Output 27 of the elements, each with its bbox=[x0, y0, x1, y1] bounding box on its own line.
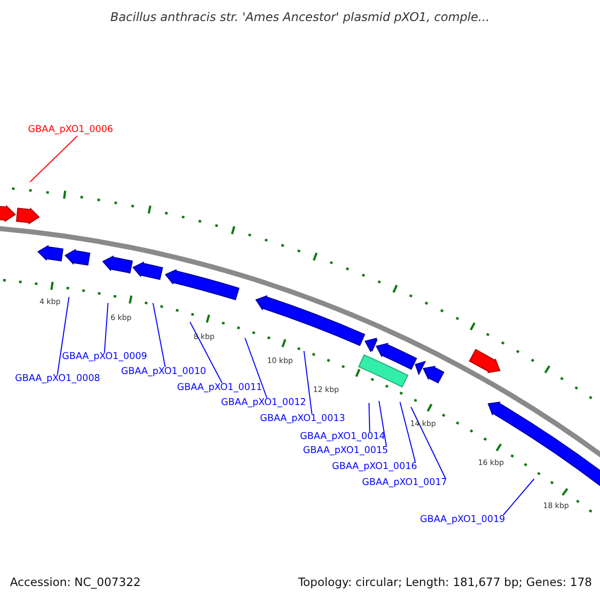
leader-line bbox=[378, 400, 387, 446]
leader-line bbox=[502, 478, 534, 516]
leader-line bbox=[190, 322, 223, 384]
gene-label: GBAA_pXO1_0008 bbox=[15, 373, 100, 385]
leader-line bbox=[57, 296, 70, 374]
leader-line bbox=[30, 136, 78, 182]
leader-line bbox=[400, 402, 416, 462]
gene-label: GBAA_pXO1_0015 bbox=[303, 445, 388, 457]
gene-label: GBAA_pXO1_0016 bbox=[332, 461, 418, 473]
gene-label: GBAA_pXO1_0017 bbox=[362, 477, 448, 489]
accession-text: Accession: NC_007322 bbox=[10, 575, 141, 589]
gene-label: GBAA_pXO1_0012 bbox=[221, 397, 306, 409]
gene-label: GBAA_pXO1_0009 bbox=[62, 351, 148, 363]
leader-line bbox=[304, 350, 312, 414]
gene-label: GBAA_pXO1_0006 bbox=[28, 124, 114, 136]
leader-line bbox=[244, 338, 268, 398]
gene-label: GBAA_pXO1_0011 bbox=[177, 382, 262, 394]
gene-label: GBAA_pXO1_0013 bbox=[260, 413, 346, 425]
gene-label: GBAA_pXO1_0010 bbox=[121, 366, 206, 378]
map-title: Bacillus anthracis str. 'Ames Ancestor' plasmid pXO1, comple... bbox=[109, 10, 491, 24]
summary-text: Topology: circular; Length: 181,677 bp; Genes: 178 bbox=[298, 575, 592, 589]
leader-line bbox=[410, 406, 446, 478]
leader-line bbox=[152, 302, 166, 368]
leader-line bbox=[368, 402, 370, 432]
leader-line bbox=[104, 302, 108, 352]
gene-label: GBAA_pXO1_0014 bbox=[300, 431, 386, 443]
gene-label: GBAA_pXO1_0019 bbox=[420, 514, 506, 526]
